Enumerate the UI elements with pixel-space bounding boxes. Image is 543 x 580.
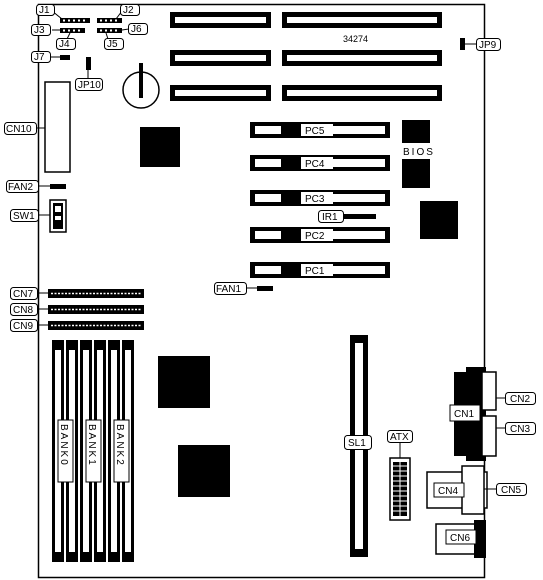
cn6-connector: CN6 — [435, 520, 486, 558]
callout-fan1: FAN1 — [214, 282, 257, 295]
label-j5: J5 — [107, 39, 118, 50]
label-cn1: CN1 — [454, 409, 474, 420]
callout-cn7: CN7 — [10, 287, 48, 300]
label-pc2: PC2 — [305, 231, 325, 242]
label-cn6: CN6 — [450, 533, 470, 544]
callout-jp10: JP10 — [75, 70, 103, 91]
atx-power-connector — [389, 457, 411, 521]
label-j3: J3 — [34, 25, 45, 36]
cn7-header — [48, 289, 144, 298]
label-cn7: CN7 — [13, 289, 33, 300]
callout-atx: ATX — [387, 430, 413, 458]
label-cn9: CN9 — [13, 321, 33, 332]
sw1-switch — [49, 199, 67, 233]
chip-right — [420, 201, 458, 239]
callout-j5: J5 — [104, 32, 124, 50]
bios-chip: BIOS — [397, 120, 441, 188]
label-bank0: BANK0 — [58, 424, 69, 467]
callout-cn5: CN5 — [484, 483, 527, 496]
callout-cn8: CN8 — [10, 303, 48, 316]
callout-sw1: SW1 — [10, 209, 50, 222]
bios-label: BIOS — [403, 147, 435, 158]
db9-top — [481, 371, 497, 411]
fan2-header — [50, 184, 66, 189]
label-atx: ATX — [390, 432, 409, 443]
pci-slot-pc5: PC5 — [250, 122, 390, 138]
jumper-jp9-pins — [460, 38, 465, 50]
jumper-j7-pins — [60, 55, 70, 60]
callout-cn2: CN2 — [496, 392, 536, 405]
sl1-slot: SL1 — [344, 335, 372, 557]
label-ir1: IR1 — [322, 212, 338, 223]
chip-middle-2 — [178, 445, 230, 497]
cn4-connector: CN4 — [426, 465, 488, 515]
label-fan1: FAN1 — [216, 284, 241, 295]
pci-slot-pc4: PC4 — [250, 155, 390, 171]
label-jp10: JP10 — [78, 80, 101, 91]
label-j6: J6 — [131, 24, 142, 35]
chip-middle-1 — [158, 356, 210, 408]
label-cn2: CN2 — [510, 394, 530, 405]
label-bank2: BANK2 — [114, 424, 125, 467]
label-j2: J2 — [123, 5, 134, 16]
callout-j6: J6 — [121, 23, 148, 35]
label-j7: J7 — [34, 52, 45, 63]
label-sw1: SW1 — [13, 211, 35, 222]
callout-j2: J2 — [115, 4, 140, 20]
label-pc1: PC1 — [305, 266, 325, 277]
label-pc5: PC5 — [305, 126, 325, 137]
pci-slot-pc1: PC1 — [250, 262, 390, 278]
ir1-header — [344, 214, 376, 219]
board-id: 34274 — [343, 34, 368, 44]
chip-northbridge — [140, 127, 180, 167]
callout-cn3: CN3 — [496, 422, 536, 435]
label-pc3: PC3 — [305, 194, 325, 205]
callout-j4: J4 — [56, 32, 76, 50]
callout-ir1: IR1 — [318, 210, 344, 223]
label-cn5: CN5 — [501, 485, 521, 496]
label-pc4: PC4 — [305, 159, 325, 170]
label-cn4: CN4 — [438, 486, 458, 497]
label-fan2: FAN2 — [8, 182, 33, 193]
cn8-header — [48, 305, 144, 314]
db9-bottom — [481, 415, 497, 457]
jumper-jp10-pins — [86, 57, 91, 70]
label-j4: J4 — [59, 39, 70, 50]
cn1-port-block: CN1 — [449, 367, 486, 461]
label-cn10: CN10 — [6, 124, 32, 135]
label-cn3: CN3 — [510, 424, 530, 435]
pci-slot-pc2: PC2 — [250, 227, 390, 243]
label-sl1: SL1 — [348, 438, 366, 449]
label-cn8: CN8 — [13, 305, 33, 316]
cn10-connector — [44, 81, 71, 173]
cn9-header — [48, 321, 144, 330]
isa-slots — [170, 12, 442, 101]
jumper-block-j5 — [97, 28, 122, 33]
label-jp9: JP9 — [479, 40, 497, 51]
callout-j3: J3 — [31, 24, 60, 36]
jumper-block-j2 — [97, 18, 122, 23]
fan1-header — [257, 286, 273, 291]
callout-fan2: FAN2 — [6, 180, 50, 193]
cmos-battery — [122, 63, 160, 109]
jumper-block-j1 — [60, 18, 90, 23]
pci-slot-pc3: PC3 — [250, 190, 390, 206]
label-bank1: BANK1 — [86, 424, 97, 467]
callout-cn10: CN10 — [4, 122, 45, 135]
label-j1: J1 — [39, 5, 50, 16]
callout-cn9: CN9 — [10, 319, 48, 332]
jumper-block-j4 — [60, 28, 85, 33]
memory-banks: BANK0 BANK1 BANK2 — [52, 340, 134, 562]
callout-jp9: JP9 — [465, 38, 501, 51]
callout-j1: J1 — [36, 4, 63, 20]
callout-j7: J7 — [31, 51, 60, 63]
